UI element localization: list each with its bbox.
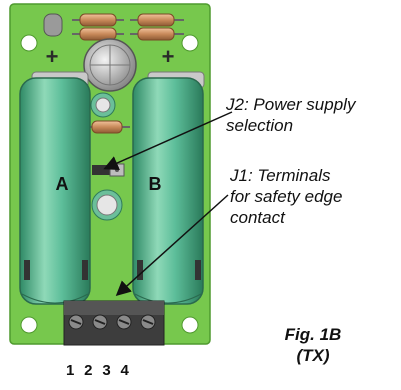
j1-annotation: J1: Terminals for safety edge contact [230,165,342,228]
mounting-hole-bottom-left [20,316,38,334]
j1-annotation-line1: J1: Terminals [230,166,331,185]
terminal-block-j1 [63,300,165,346]
jumper-j2 [92,163,125,177]
resistor-middle [84,120,130,134]
figure-caption: Fig. 1B (TX) [268,324,358,366]
j2-annotation-line2: selection [226,116,294,135]
j1-annotation-line2: for safety edge [230,187,343,206]
arrow-j1 [115,194,229,297]
mounting-hole-top-left [20,34,38,52]
battery-a [19,71,91,305]
arrow-j2 [103,111,233,170]
figure-caption-line2: (TX) [296,346,330,365]
plus-sign-right: + [162,44,175,69]
battery-b-label: B [149,174,162,194]
capacitor-upper [90,92,116,118]
capacitor-lower [91,189,123,221]
resistor-top-left [72,13,124,41]
buzzer-component [83,38,137,92]
mounting-hole-top-right [181,34,199,52]
j2-annotation: J2: Power supply selection [226,94,355,136]
battery-a-label: A [56,174,69,194]
terminal-numbers: 1 2 3 4 [66,362,130,379]
plus-sign-left: + [46,44,59,69]
resistor-top-right [130,13,184,41]
j2-annotation-line1: J2: Power supply [226,95,356,114]
mounting-hole-bottom-right [181,316,199,334]
led-component [43,13,63,37]
figure-caption-line1: Fig. 1B [284,325,342,344]
j1-annotation-line3: contact [230,208,285,227]
battery-b [132,71,205,305]
